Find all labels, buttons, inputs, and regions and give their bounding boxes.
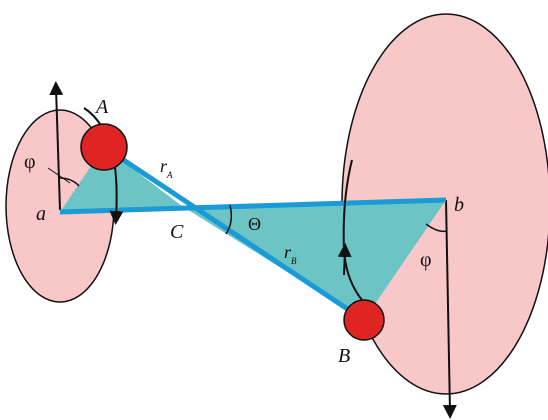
angle-phi-left-pointer [47, 167, 71, 184]
line-A-B [102, 144, 366, 323]
label-point-a: a [36, 203, 46, 225]
label-radius-rA-r: r [160, 156, 168, 176]
ball-A [80, 123, 128, 171]
label-radius-rA: rA [160, 156, 173, 180]
left-triangle [60, 147, 182, 212]
label-radius-rB-r: r [284, 242, 292, 262]
axis-b-arrow [442, 199, 457, 419]
label-radius-rB-sub: B [291, 256, 297, 266]
label-radius-rA-sub: A [166, 170, 173, 180]
angle-phi-left-arc [58, 177, 80, 187]
axis-a-arrow [49, 81, 64, 211]
angle-phi-right-arc [425, 223, 448, 233]
label-angle-phi-left: φ [24, 151, 36, 173]
ball-B [343, 299, 385, 341]
trajectory-B-arrow [337, 243, 352, 276]
label-point-B: B [338, 345, 350, 367]
label-angle-theta: Θ [248, 214, 261, 234]
line-a-b [59, 197, 447, 215]
label-angle-phi-right: φ [420, 249, 432, 271]
angle-theta-arc [225, 204, 233, 235]
label-center-C: C [170, 221, 184, 243]
label-point-A: A [94, 96, 109, 118]
right-triangle [182, 200, 446, 320]
label-point-b: b [454, 194, 464, 216]
label-radius-rB: rB [284, 242, 297, 266]
